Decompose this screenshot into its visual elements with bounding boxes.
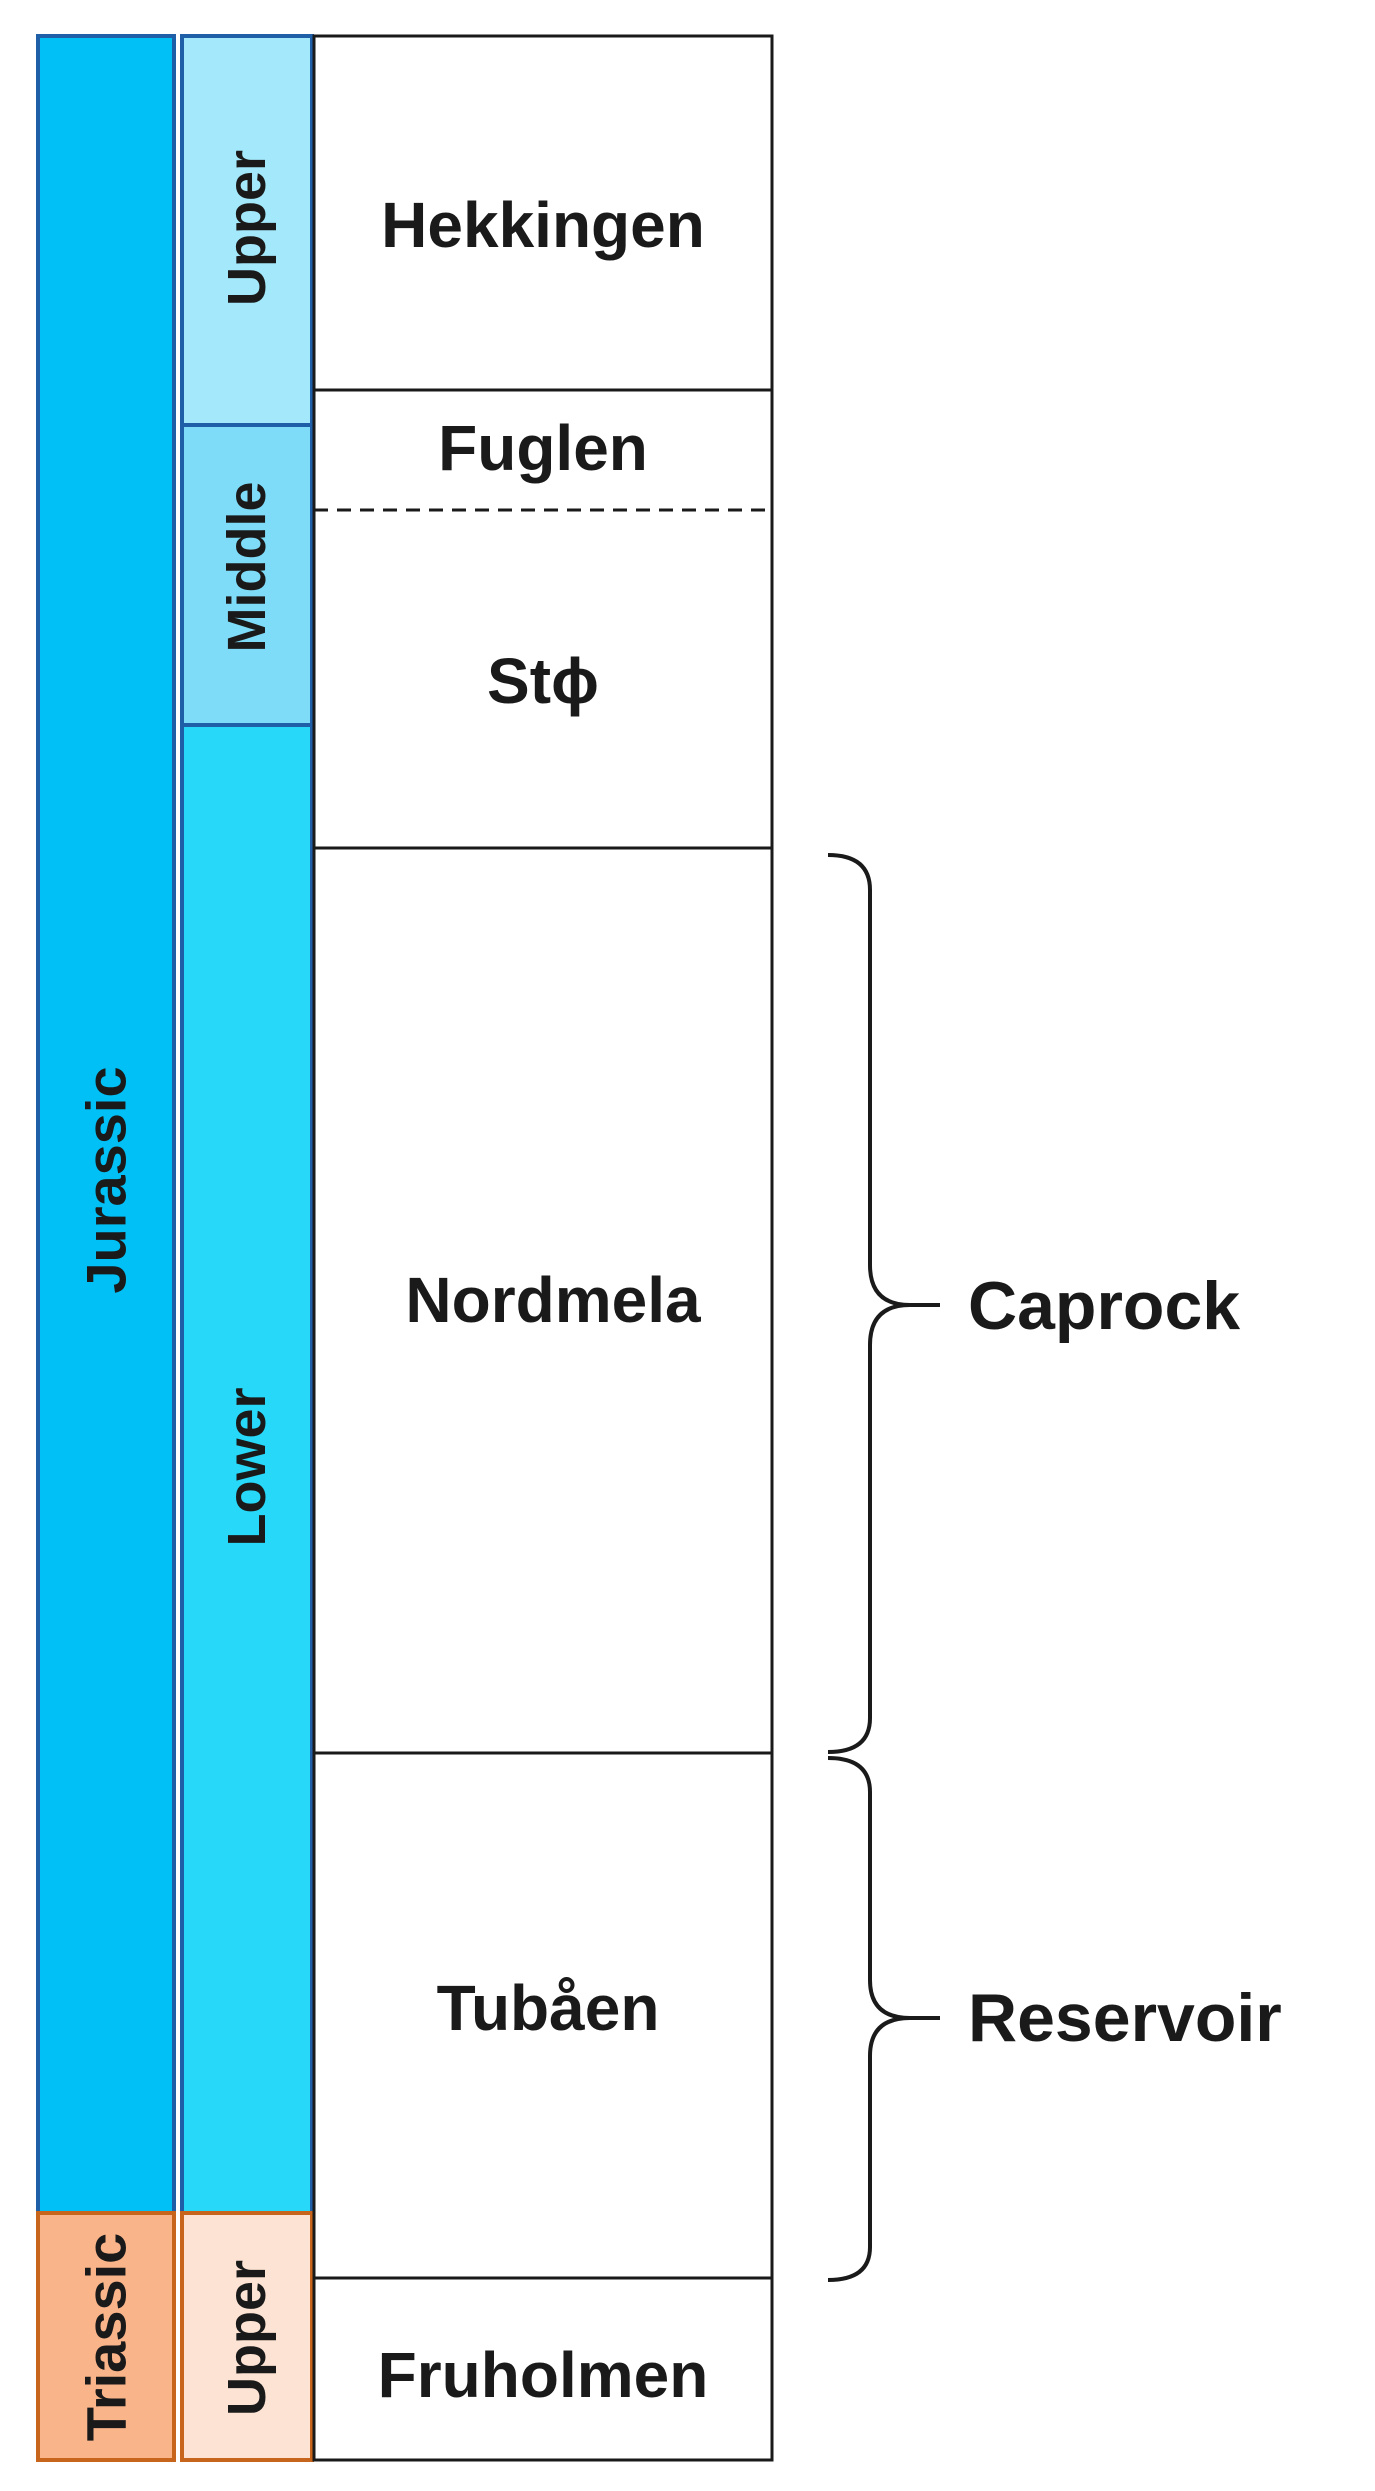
bracket-label-reservoir: Reservoir bbox=[968, 1980, 1282, 2056]
period-label-jurassic: Jurassic bbox=[75, 1066, 138, 1293]
bracket-label-caprock: Caprock bbox=[968, 1268, 1240, 1344]
period-label-triassic: Triassic bbox=[75, 2233, 138, 2442]
formation-label-fuglen: Fuglen bbox=[438, 412, 648, 484]
formation-label-hekkingen: Hekkingen bbox=[381, 189, 705, 261]
caprock-brace bbox=[827, 853, 911, 1754]
epoch-label-lower-jurassic: Lower bbox=[217, 1387, 277, 1546]
epoch-label-upper-jurassic: Upper bbox=[217, 150, 277, 306]
epoch-upper-triassic-box bbox=[180, 2211, 314, 2462]
formation-label-nordmela: Nordmela bbox=[405, 1264, 701, 1336]
formation-label-fruholmen: Fruholmen bbox=[378, 2339, 709, 2411]
epoch-upper-jurassic-box bbox=[180, 34, 314, 427]
epoch-middle-jurassic-box bbox=[180, 423, 314, 727]
epoch-label-middle-jurassic: Middle bbox=[217, 482, 277, 653]
period-triassic-box bbox=[36, 2211, 176, 2462]
period-jurassic-box bbox=[36, 34, 176, 2215]
formation-column-frame bbox=[312, 34, 774, 2462]
epoch-label-upper-triassic: Upper bbox=[217, 2260, 277, 2416]
reservoir-brace bbox=[827, 1756, 911, 2282]
formation-label-tubaen: Tubåen bbox=[437, 1972, 660, 2044]
formation-label-sto: Stϕ bbox=[487, 645, 599, 717]
